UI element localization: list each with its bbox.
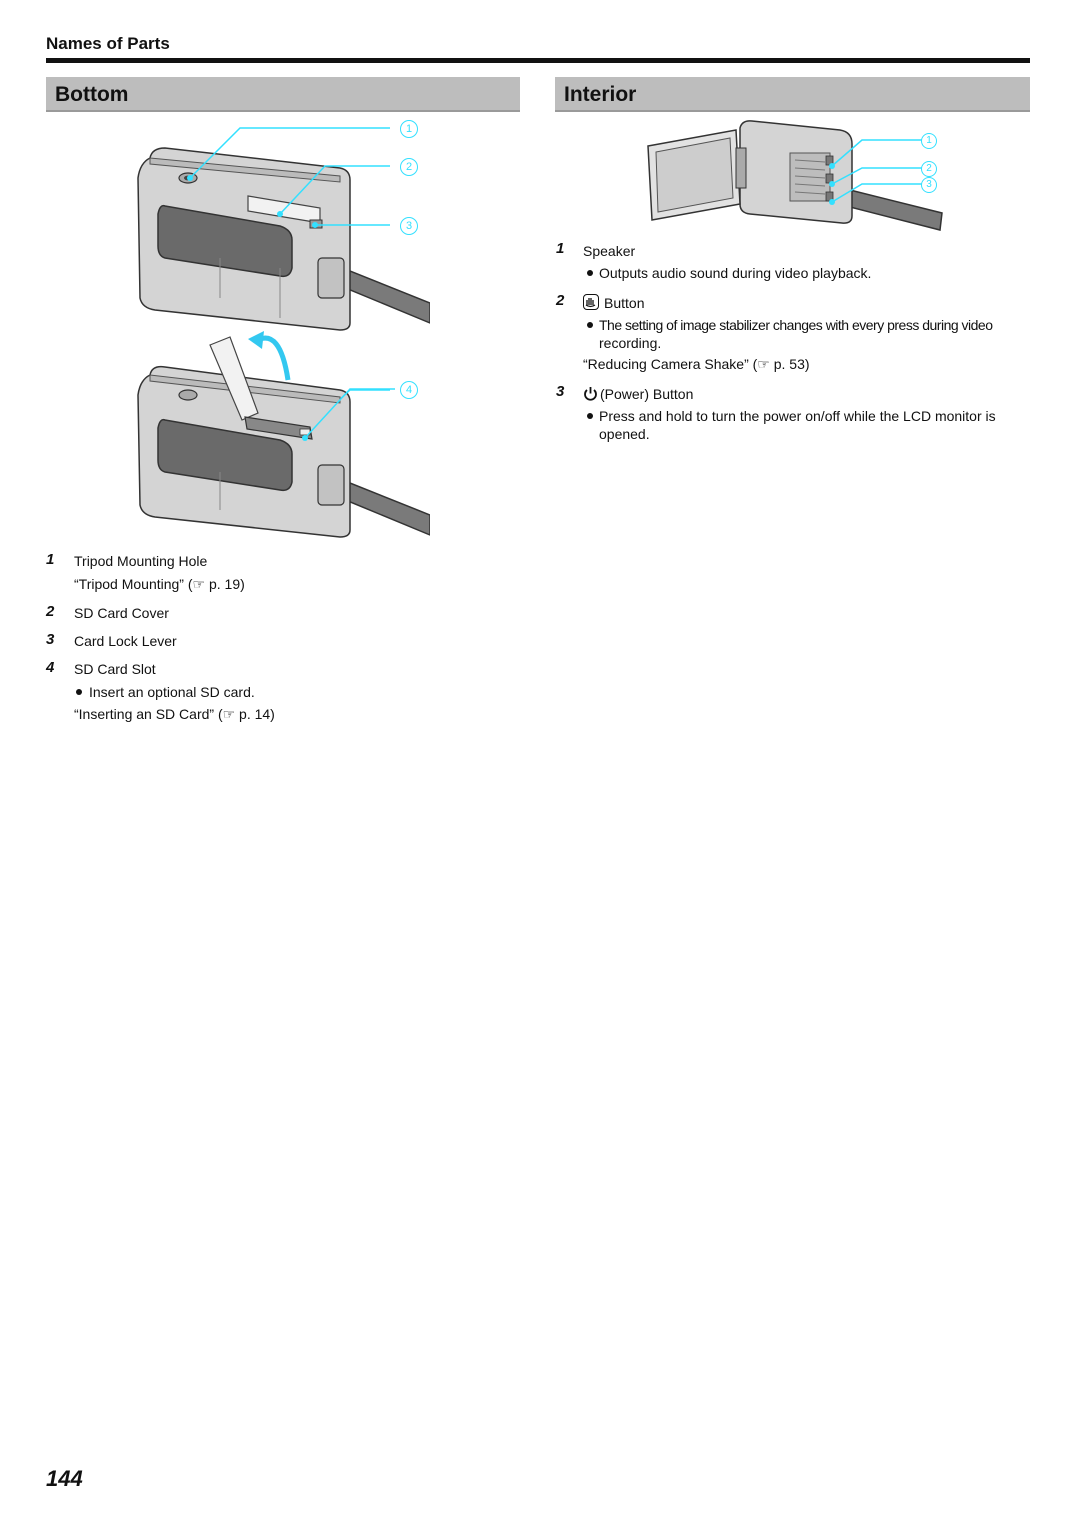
bottom-camera-figure-closed bbox=[137, 147, 430, 331]
list-item-number: 3 bbox=[556, 383, 565, 400]
bottom-camera-figure-open bbox=[137, 331, 430, 538]
list-item-label: SD Card Cover bbox=[74, 605, 169, 621]
bullet-text: Insert an optional SD card. bbox=[89, 684, 255, 700]
bottom-callout-lines bbox=[187, 127, 390, 398]
bottom-callout-badge: 4 bbox=[400, 381, 418, 399]
cross-reference-link[interactable]: “Inserting an SD Card” (☞ p. 14) bbox=[74, 706, 275, 722]
list-item-label: Button bbox=[604, 295, 645, 311]
list-item-label: SD Card Slot bbox=[74, 661, 156, 677]
bullet-text: The setting of image stabilizer changes … bbox=[599, 317, 993, 333]
section-rule bbox=[46, 58, 1030, 63]
bullet-icon bbox=[587, 413, 593, 419]
list-item-number: 3 bbox=[46, 631, 55, 648]
bullet-text: Outputs audio sound during video playbac… bbox=[599, 265, 872, 281]
section-label: Names of Parts bbox=[46, 34, 170, 53]
cross-reference-link[interactable]: “Tripod Mounting” (☞ p. 19) bbox=[74, 576, 245, 592]
bottom-callout-badge: 2 bbox=[400, 158, 418, 176]
list-item-number: 2 bbox=[46, 603, 55, 620]
interior-camera-figure bbox=[647, 120, 943, 231]
cross-reference-link[interactable]: “Reducing Camera Shake” (☞ p. 53) bbox=[583, 356, 810, 372]
interior-callout-lines bbox=[829, 139, 922, 205]
list-item-number: 2 bbox=[556, 292, 565, 309]
bullet-text-continuation: opened. bbox=[599, 426, 650, 442]
list-item-number: 1 bbox=[556, 240, 565, 257]
bottom-callout-line-4 bbox=[302, 388, 395, 441]
bottom-header: Bottom bbox=[46, 77, 520, 112]
bottom-callout-badge: 1 bbox=[400, 120, 418, 138]
interior-callout-badge: 1 bbox=[921, 133, 937, 149]
list-item-label: Tripod Mounting Hole bbox=[74, 553, 208, 569]
bullet-text-continuation: recording. bbox=[599, 335, 662, 351]
list-item-number: 1 bbox=[46, 551, 55, 568]
interior-header: Interior bbox=[555, 77, 1030, 112]
power-icon bbox=[584, 387, 597, 401]
list-item-label: Speaker bbox=[583, 243, 636, 259]
bullet-icon bbox=[76, 689, 82, 695]
list-item-label: (Power) Button bbox=[600, 386, 694, 402]
list-item-number: 4 bbox=[46, 659, 55, 676]
bullet-icon bbox=[587, 322, 593, 328]
bullet-icon bbox=[587, 270, 593, 276]
interior-callout-badge: 2 bbox=[921, 161, 937, 177]
page-number: 144 bbox=[46, 1466, 83, 1491]
interior-callout-badge: 3 bbox=[921, 177, 937, 193]
image-stabilizer-icon bbox=[583, 294, 599, 310]
list-item-label: Card Lock Lever bbox=[74, 633, 177, 649]
bottom-callout-badge: 3 bbox=[400, 217, 418, 235]
bullet-text: Press and hold to turn the power on/off … bbox=[599, 408, 996, 424]
